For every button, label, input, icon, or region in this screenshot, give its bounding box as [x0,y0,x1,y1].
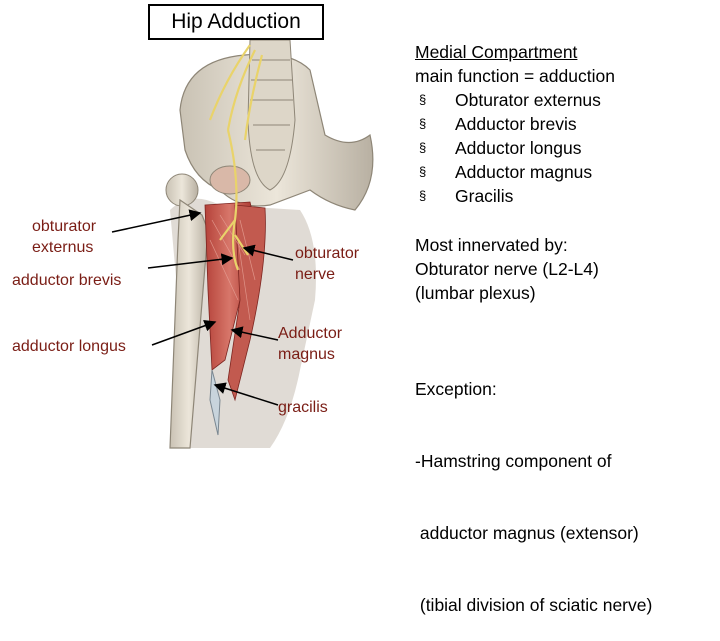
label-adductor-magnus: Adductor magnus [278,325,343,363]
innervation-line: Obturator nerve (L2-L4) [415,259,599,279]
muscle-bullet: §Adductor magnus [419,162,593,182]
muscle-bullet: §Obturator externus [419,90,601,110]
exception-line: -Hamstring component of [415,451,612,471]
main-function-line: main function = adduction [415,66,615,86]
innervation-line: Most innervated by: [415,235,568,255]
muscle-bullet: §Gracilis [419,186,514,206]
exception-line: Exception: [415,379,497,399]
innervation-block: Most innervated by: Obturator nerve (L2-… [415,233,599,305]
exception-line: (tibial division of sciatic nerve) [415,595,653,615]
muscle-bullet: §Adductor brevis [419,114,577,134]
label-obturator-nerve: obturator nerve [295,245,360,283]
label-adductor-longus: adductor longus [12,338,126,355]
slide-title: Hip Adduction [148,4,324,40]
muscle-bullet: §Adductor longus [419,138,582,158]
pointer-arrows [111,209,294,406]
medial-compartment-block: Medial Compartment main function = adduc… [415,40,615,208]
label-adductor-brevis: adductor brevis [12,272,122,289]
exception-line: adductor magnus (extensor) [415,523,639,543]
exception-block: Exception: -Hamstring component of adduc… [415,329,652,641]
medial-compartment-heading: Medial Compartment [415,42,578,62]
label-gracilis: gracilis [278,399,328,416]
label-obturator-externus: obturator externus [32,218,97,256]
innervation-line: (lumbar plexus) [415,283,536,303]
